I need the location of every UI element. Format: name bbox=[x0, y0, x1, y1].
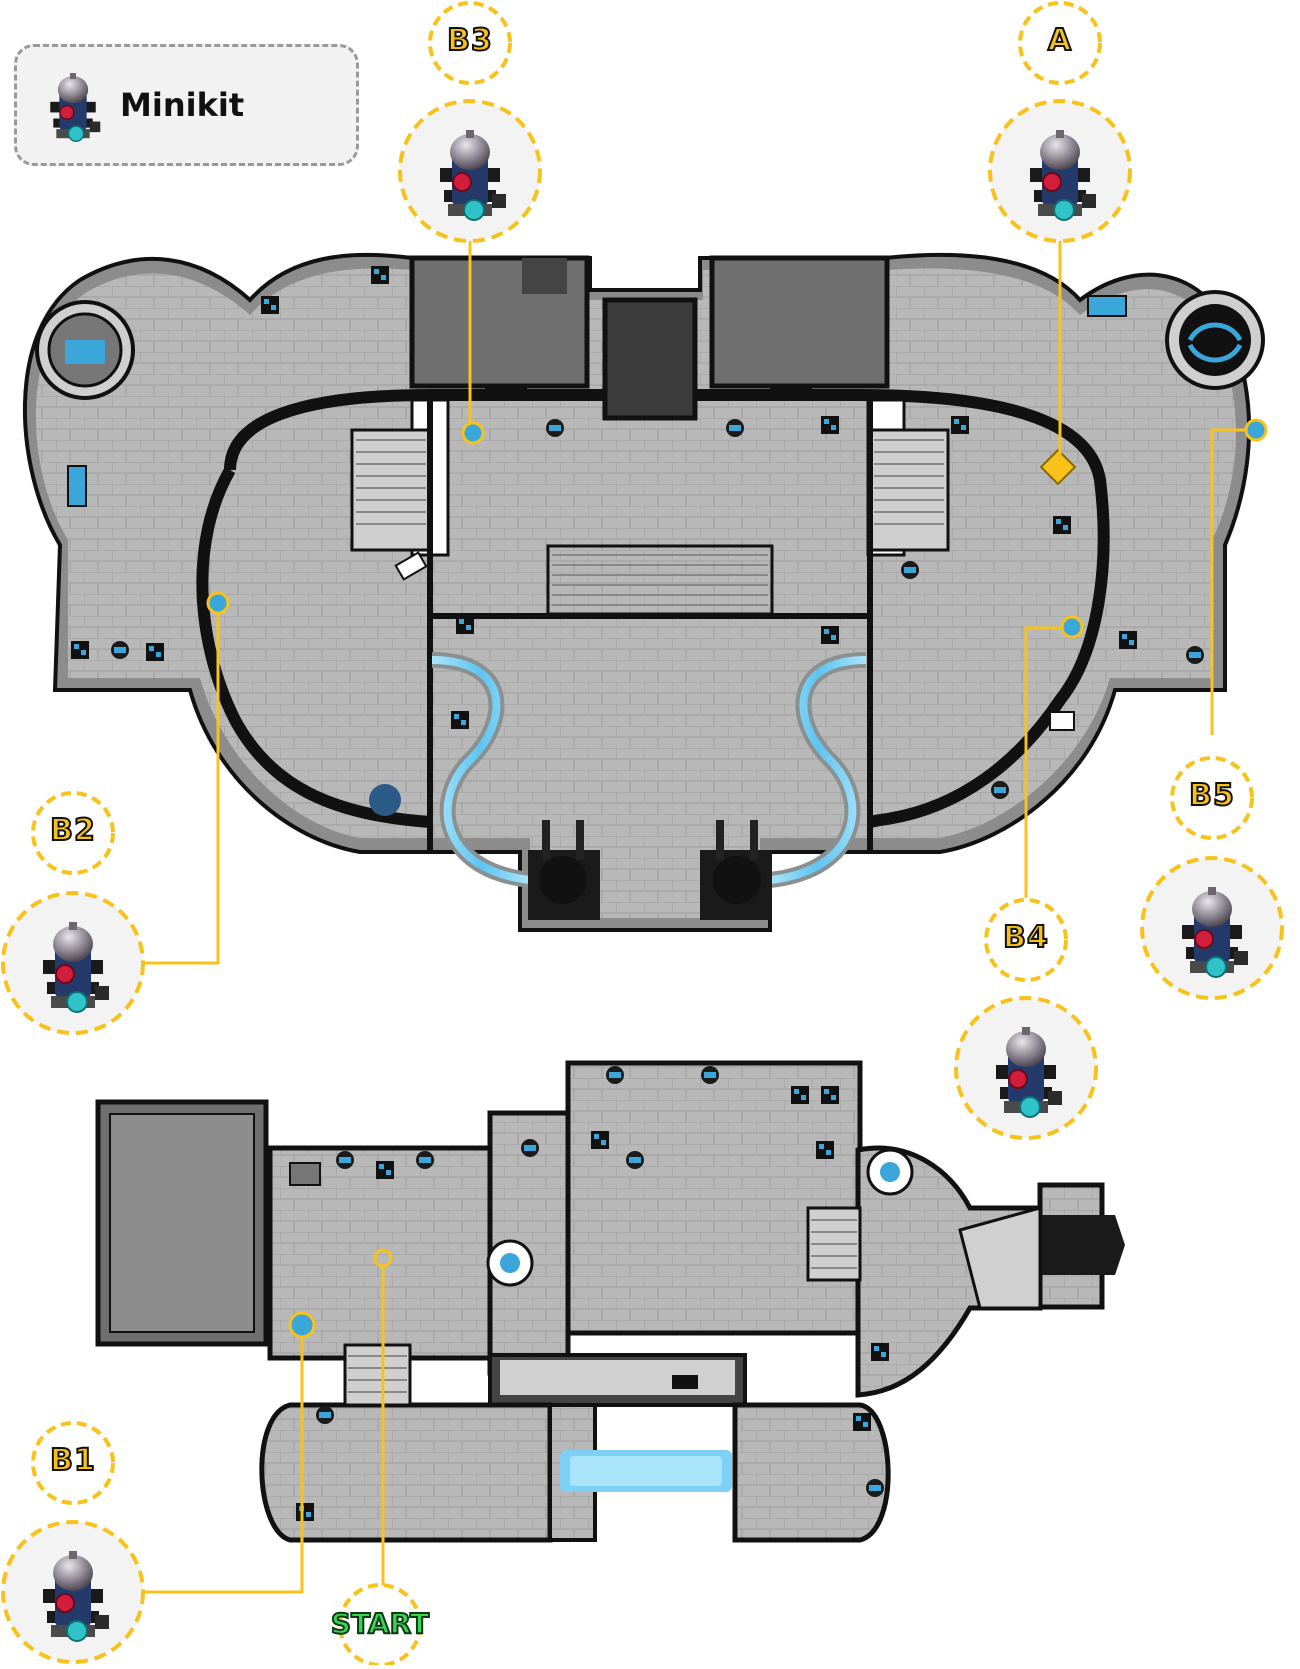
upper-level bbox=[23, 252, 1268, 932]
legend-label: Minikit bbox=[120, 86, 245, 124]
start-label: START bbox=[330, 1606, 430, 1641]
callout-lines bbox=[145, 222, 1246, 1594]
marker-label-b3: B3 bbox=[446, 22, 493, 59]
minikit-icon bbox=[49, 72, 102, 142]
marker-label-a: A bbox=[1047, 22, 1073, 59]
marker-label-b1: B1 bbox=[49, 1442, 96, 1479]
marker-label-b5: B5 bbox=[1188, 777, 1235, 814]
marker-label-b2: B2 bbox=[49, 812, 96, 849]
lower-level bbox=[95, 1060, 1125, 1543]
marker-label-b4: B4 bbox=[1002, 919, 1049, 956]
